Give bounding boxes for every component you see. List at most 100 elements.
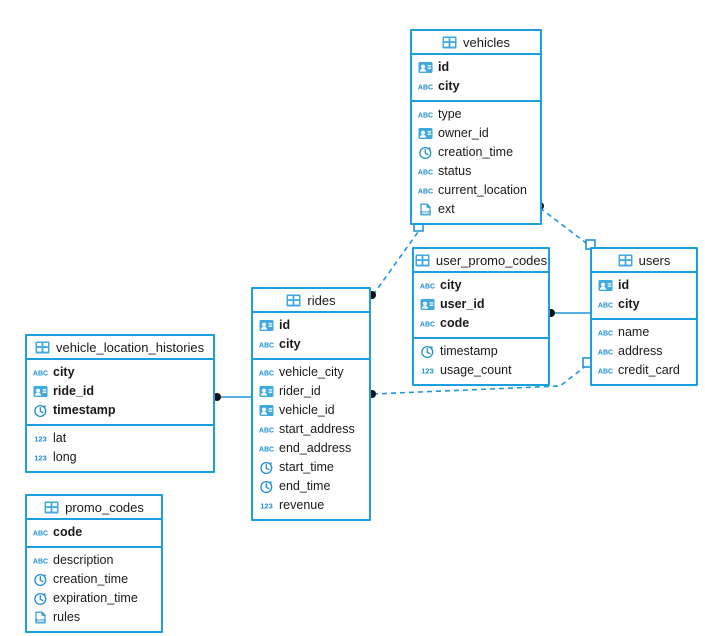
clock-icon [34, 573, 47, 587]
abc-icon: ABC [259, 446, 274, 453]
field-group: ABC name ABC address ABC credit_card [592, 318, 696, 384]
clock-icon [421, 345, 434, 359]
field-row[interactable]: creation_time [412, 143, 540, 162]
abc-icon: ABC [598, 349, 613, 356]
clock-icon [419, 146, 432, 160]
table-icon [286, 294, 301, 306]
svg-text:123: 123 [34, 435, 47, 444]
entity-title: promo_codes [65, 499, 144, 515]
svg-text:JSON: JSON [35, 618, 46, 623]
field-row[interactable]: ABC description [27, 551, 161, 570]
svg-text:ABC: ABC [598, 330, 613, 337]
primary-key-group: ABC city user_id ABC code [414, 273, 548, 337]
entity-promo-codes[interactable]: promo_codes ABC code ABC description [25, 494, 163, 633]
field-row[interactable]: rider_id [253, 382, 369, 401]
field-row[interactable]: vehicle_id [253, 401, 369, 420]
id-card-icon [420, 299, 435, 310]
svg-text:ABC: ABC [259, 342, 274, 349]
entity-header-users: users [592, 249, 696, 273]
field-row[interactable]: ABC type [412, 105, 540, 124]
field-row[interactable]: user_id [414, 295, 548, 314]
field-row[interactable]: ABC city [414, 276, 548, 295]
field-group: 123 lat 123 long [27, 424, 213, 471]
field-row[interactable]: ABC vehicle_city [253, 363, 369, 382]
field-row[interactable]: ABC code [414, 314, 548, 333]
entity-title: vehicle_location_histories [56, 339, 205, 355]
field-row[interactable]: owner_id [412, 124, 540, 143]
abc-icon: ABC [259, 370, 274, 377]
field-row[interactable]: ABC city [27, 363, 213, 382]
field-row[interactable]: 123 long [27, 448, 213, 467]
field-name: lat [53, 431, 67, 446]
field-row[interactable]: ABC end_address [253, 439, 369, 458]
field-row[interactable]: ABC code [27, 523, 161, 542]
field-row[interactable]: ABC city [412, 77, 540, 96]
field-name: city [618, 297, 640, 312]
abc-icon: ABC [598, 330, 613, 337]
field-row[interactable]: ABC status [412, 162, 540, 181]
entity-vehicles[interactable]: vehicles id ABC city [410, 29, 542, 225]
entity-title: rides [307, 292, 336, 308]
field-row[interactable]: expiration_time [27, 589, 161, 608]
entity-rides[interactable]: rides id ABC city [251, 287, 371, 521]
field-row[interactable]: ABC city [253, 335, 369, 354]
field-name: owner_id [438, 126, 489, 141]
field-row[interactable]: id [592, 276, 696, 295]
table-icon [35, 341, 50, 353]
field-name: vehicle_city [279, 365, 344, 380]
field-row[interactable]: ABC current_location [412, 181, 540, 200]
field-name: revenue [279, 498, 325, 513]
entity-header-vehicle-location-histories: vehicle_location_histories [27, 336, 213, 360]
relationship-vehicles-users[interactable] [536, 202, 596, 250]
field-row[interactable]: start_time [253, 458, 369, 477]
field-row[interactable]: ride_id [27, 382, 213, 401]
field-row[interactable]: ABC credit_card [592, 361, 696, 380]
id-card-icon [33, 386, 48, 397]
field-row[interactable]: timestamp [414, 342, 548, 361]
clock-icon [260, 461, 273, 475]
relationship-user-promo-codes-users[interactable] [547, 309, 590, 317]
primary-key-group: ABC code [27, 520, 161, 546]
svg-text:ABC: ABC [33, 530, 48, 537]
field-name: usage_count [440, 363, 512, 378]
field-name: credit_card [618, 363, 680, 378]
entity-header-promo-codes: promo_codes [27, 496, 161, 520]
abc-icon: ABC [598, 368, 613, 375]
field-row[interactable]: 123 lat [27, 429, 213, 448]
entity-vehicle-location-histories[interactable]: vehicle_location_histories ABC city ride… [25, 334, 215, 473]
svg-text:ABC: ABC [420, 283, 435, 290]
svg-text:ABC: ABC [259, 446, 274, 453]
abc-icon: ABC [420, 283, 435, 290]
table-icon [618, 254, 633, 266]
field-row[interactable]: id [253, 316, 369, 335]
field-name: code [440, 316, 470, 331]
field-row[interactable]: timestamp [27, 401, 213, 420]
field-name: timestamp [440, 344, 498, 359]
entity-user-promo-codes[interactable]: user_promo_codes ABC city user_id [412, 247, 550, 386]
field-row[interactable]: JSON ext [412, 200, 540, 219]
field-row[interactable]: ABC start_address [253, 420, 369, 439]
id-card-icon [259, 405, 274, 416]
relationship-vehicle-location-histories-rides[interactable] [213, 393, 251, 401]
field-row[interactable]: 123 usage_count [414, 361, 548, 380]
abc-icon: ABC [598, 302, 613, 309]
field-row[interactable]: ABC address [592, 342, 696, 361]
id-card-icon [598, 280, 613, 291]
field-name: creation_time [53, 572, 129, 587]
field-row[interactable]: ABC city [592, 295, 696, 314]
field-row[interactable]: JSON rules [27, 608, 161, 627]
abc-icon: ABC [259, 427, 274, 434]
field-row[interactable]: creation_time [27, 570, 161, 589]
field-name: expiration_time [53, 591, 138, 606]
field-name: user_id [440, 297, 485, 312]
entity-title: users [638, 252, 671, 268]
svg-text:ABC: ABC [259, 427, 274, 434]
field-name: city [53, 365, 75, 380]
number-icon: 123 [34, 454, 47, 463]
field-row[interactable]: ABC name [592, 323, 696, 342]
entity-users[interactable]: users id ABC city [590, 247, 698, 386]
field-row[interactable]: end_time [253, 477, 369, 496]
field-row[interactable]: 123 revenue [253, 496, 369, 515]
field-row[interactable]: id [412, 58, 540, 77]
